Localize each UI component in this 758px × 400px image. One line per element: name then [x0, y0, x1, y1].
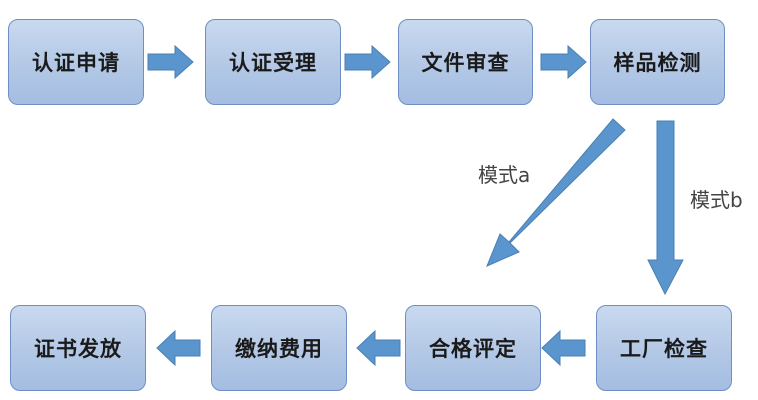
- step-issue: 证书发放: [10, 305, 146, 391]
- step-evaluate: 合格评定: [405, 305, 541, 391]
- arrow-fee-to-issue: [156, 329, 201, 367]
- arrow-inspect-to-evaluate: [541, 329, 586, 367]
- step-accept: 认证受理: [205, 19, 341, 105]
- mode-a-label: 模式a: [478, 163, 531, 187]
- step-review: 文件审查: [398, 19, 533, 105]
- step-test: 样品检测: [590, 19, 725, 105]
- arrow-mode-b: [647, 120, 684, 296]
- arrow-apply-to-accept: [147, 44, 194, 80]
- arrow-mode-a: [486, 118, 626, 267]
- step-fee: 缴纳费用: [211, 305, 347, 391]
- step-apply: 认证申请: [8, 19, 144, 105]
- arrow-evaluate-to-fee: [356, 329, 401, 367]
- mode-b-label: 模式b: [690, 188, 743, 212]
- arrow-accept-to-review: [344, 44, 391, 80]
- arrow-review-to-test: [540, 44, 587, 80]
- step-inspect: 工厂检查: [596, 305, 732, 391]
